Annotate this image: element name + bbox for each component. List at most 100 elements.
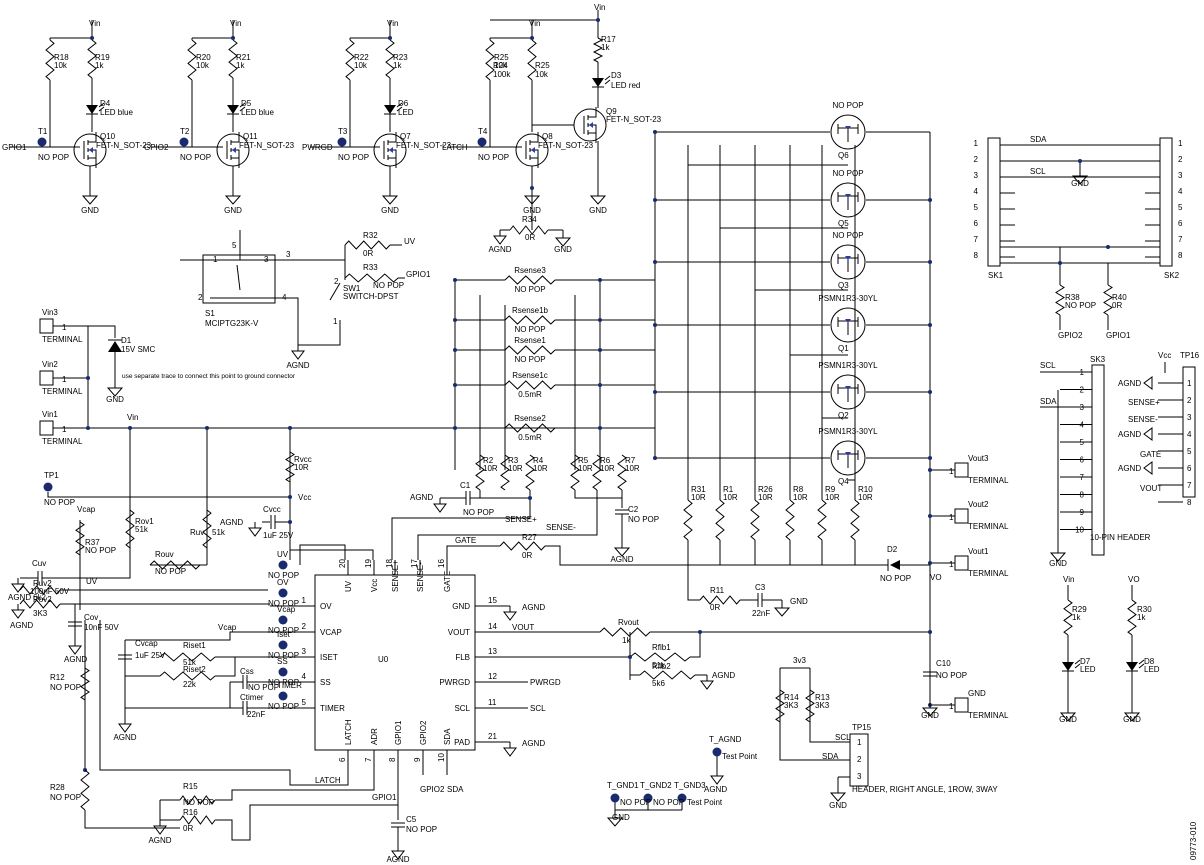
ic-pin-name: GPIO2	[419, 720, 428, 745]
nmos-fet	[373, 133, 407, 167]
connector-sk2	[1159, 137, 1173, 267]
testpoint-name: T_GND3	[674, 781, 706, 790]
ref-label: R33	[363, 263, 378, 272]
ref-label: TP16	[1180, 351, 1200, 360]
pin-label: 1	[62, 323, 67, 332]
junction-dot	[528, 496, 532, 500]
testpoint-name: T_GND1	[607, 781, 639, 790]
gnd-label: GND	[224, 206, 242, 215]
ref-label: Ruv2	[33, 579, 52, 588]
value-label: NO POP	[38, 153, 69, 162]
value-label: NO POP	[653, 798, 684, 807]
testpoint-ref: T1	[38, 127, 48, 136]
pin-label: 1	[857, 738, 862, 747]
pin-number: 20	[338, 559, 347, 568]
agnd-symbol	[710, 769, 724, 785]
terminal	[39, 420, 54, 436]
agnd-symbol	[433, 497, 447, 513]
pin-label: 3	[974, 171, 979, 180]
connector-sk1	[987, 137, 1001, 267]
junction-dot	[453, 318, 457, 322]
gnd-symbol	[614, 539, 630, 557]
pin-label: 3	[1178, 171, 1183, 180]
ic-pin-name: ISET	[320, 653, 338, 662]
net-label: GPIO1	[2, 143, 27, 152]
junction-dot	[928, 514, 932, 518]
ic-pin-name: VOUT	[448, 628, 470, 637]
led	[1062, 662, 1074, 671]
resistor	[499, 541, 546, 551]
pin-number: 18	[385, 559, 394, 568]
figure-id: 09773-010	[1189, 821, 1198, 860]
value-label: NO POP	[268, 599, 299, 608]
resistor	[599, 627, 651, 637]
ref-label: Q6	[838, 151, 849, 160]
ref-label: R22	[354, 53, 369, 62]
value-label: NO POP	[268, 651, 299, 660]
led	[592, 78, 604, 87]
value-label: 3K3	[784, 701, 799, 710]
pin-label: 6	[1080, 456, 1085, 465]
value-label: 10R	[758, 493, 773, 502]
ref-label: TP1	[44, 471, 59, 480]
vin-label: Vin	[387, 19, 398, 28]
pin-label: 2	[334, 277, 339, 286]
wire	[299, 544, 346, 565]
value-label: FET-N_SOT-23	[96, 141, 152, 150]
ref-label: R26	[758, 485, 773, 494]
value-label: NO POP	[373, 281, 404, 290]
ref-label: Rouv	[155, 550, 174, 559]
gate-resistor	[817, 499, 827, 541]
gate-resistor	[750, 499, 760, 541]
net-label: LATCH	[442, 143, 468, 152]
junction-dot	[653, 130, 657, 134]
agnd-label: AGND	[1118, 430, 1141, 439]
junction-dot	[90, 36, 94, 40]
junction-dot	[598, 426, 602, 430]
value-label: 1k	[236, 61, 245, 70]
terminal-name: Vout1	[968, 547, 989, 556]
net-label: SCL	[1030, 167, 1046, 176]
ref-label: R30	[1137, 605, 1152, 614]
pin-label: 2	[198, 293, 203, 302]
ref-label: R6	[600, 456, 611, 465]
capacitor	[242, 675, 248, 689]
ic-pin-name: SENSE-	[416, 562, 425, 592]
agnd-symbol	[11, 603, 25, 619]
ref-label: SK2	[1164, 271, 1180, 280]
ref-label: R28	[50, 783, 65, 792]
wire	[99, 620, 349, 786]
gate-resistor	[785, 499, 795, 541]
resistor	[639, 670, 696, 680]
terminal-type: TERMINAL	[968, 569, 1009, 578]
resistor	[80, 667, 90, 701]
power-fet	[830, 244, 866, 280]
pin-label: 1	[949, 702, 954, 711]
junction-dot	[453, 383, 457, 387]
junction-dot	[388, 36, 392, 40]
gnd-label: GND	[589, 206, 607, 215]
value-label: Test Point	[722, 752, 758, 761]
gnd-label: GND	[523, 206, 541, 215]
ref-label: Rflb1	[652, 643, 671, 652]
value-label: 0.5mR	[518, 390, 542, 399]
wire	[391, 517, 530, 560]
net-label: Vcap	[77, 505, 96, 514]
net-label: SDA	[447, 785, 464, 794]
junction-dot	[928, 456, 932, 460]
ref-label: R40	[1112, 293, 1127, 302]
value-label: LED	[1080, 665, 1096, 674]
net-label: UV	[86, 577, 98, 586]
pin-number: 2	[302, 622, 307, 631]
pin-label: 10	[1075, 526, 1084, 535]
pin-label: 5	[1178, 203, 1183, 212]
junction-dot	[928, 468, 932, 472]
resistor	[202, 509, 212, 549]
ref-label: Q7	[400, 132, 411, 141]
junction-dot	[598, 278, 602, 282]
value-label: 0R	[183, 824, 193, 833]
ref-label: R17	[601, 35, 616, 44]
gnd-symbol	[774, 599, 790, 617]
value-label: NO POP	[50, 793, 81, 802]
agnd-symbol	[1143, 427, 1153, 441]
